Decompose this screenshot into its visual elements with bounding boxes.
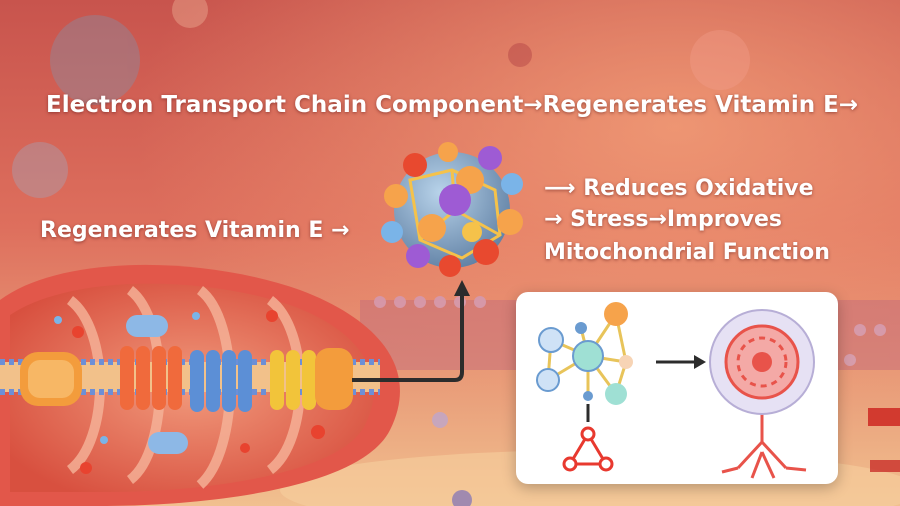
inset-panel xyxy=(516,292,838,484)
right-label-line-1: ⟶ Reduces Oxidative xyxy=(544,176,814,201)
protein-complex-1 xyxy=(20,352,82,406)
background-cells xyxy=(12,0,750,198)
diagram-title: Electron Transport Chain Component→Regen… xyxy=(46,92,859,118)
right-label-line-2: → Stress→Improves xyxy=(544,207,783,232)
arrow-icon xyxy=(352,292,464,382)
molecule-cluster xyxy=(381,142,523,277)
network-icon xyxy=(536,302,633,472)
mitochondrion-illustration xyxy=(0,264,400,506)
right-label-line-3: Mitochondrial Function xyxy=(544,240,830,265)
protein-complex-2 xyxy=(120,346,182,410)
cell-icon xyxy=(709,309,815,479)
left-label: Regenerates Vitamin E → xyxy=(40,218,350,243)
inset-arrow-icon xyxy=(656,355,706,369)
protein-complex-4 xyxy=(270,348,353,410)
protein-complex-3 xyxy=(190,350,252,412)
